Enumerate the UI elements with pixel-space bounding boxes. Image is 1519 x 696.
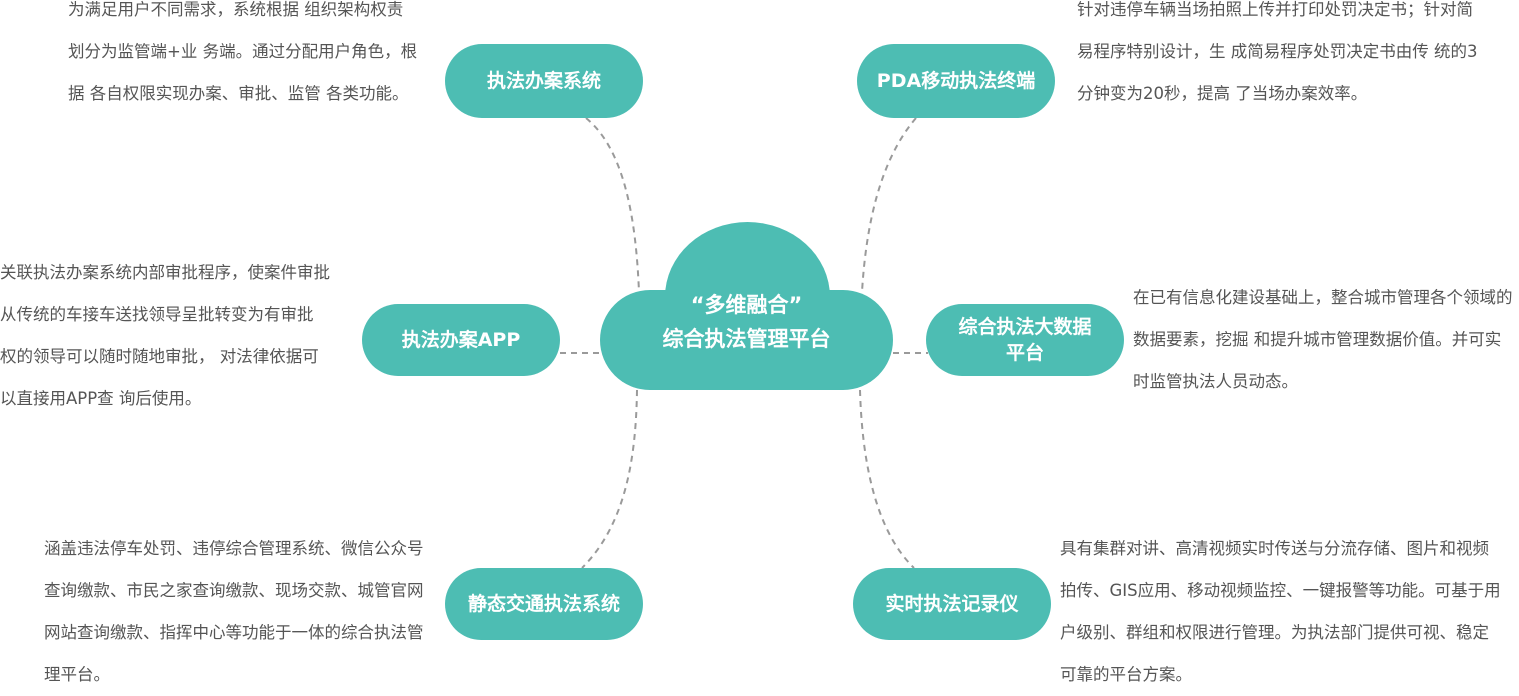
node-big-data: 综合执法大数据 平台 [926, 304, 1124, 376]
node-recorder: 实时执法记录仪 [853, 568, 1051, 640]
center-title-line2: 综合执法管理平台 [662, 327, 831, 351]
node-static-traffic: 静态交通执法系统 [445, 568, 643, 640]
desc-case-system: 为满足用户不同需求，系统根据 组织架构权责划分为监管端+业 务端。通过分配用户角… [68, 0, 418, 103]
cloud-body [600, 290, 893, 390]
connector-static-traffic [581, 389, 638, 569]
desc-case-app: 关联执法办案系统内部审批程序，使案件审批从传统的车接车送找领导呈批转变为有审批 … [0, 263, 330, 408]
center-title: “多维融合” 综合执法管理平台 [600, 288, 893, 356]
desc-big-data: 在已有信息化建设基础上，整合城市管理各个领域的数据要素，挖掘 和提升城市管理数据… [1133, 288, 1513, 391]
center-title-line1: “多维融合” [690, 293, 803, 317]
connector-recorder [859, 389, 915, 569]
desc-recorder: 具有集群对讲、高清视频实时传送与分流存储、图片和视频拍传、GIS应用、移动视频监… [1060, 539, 1501, 684]
desc-pda: 针对违停车辆当场拍照上传并打印处罚决定书；针对简易程序特别设计，生 成简易程序处… [1077, 0, 1478, 103]
node-case-system: 执法办案系统 [445, 44, 643, 118]
center-cloud: “多维融合” 综合执法管理平台 [600, 222, 893, 390]
desc-static-traffic: 涵盖违法停车处罚、违停综合管理系统、微信公众号查询缴款、市民之家查询缴款、现场交… [44, 539, 424, 684]
node-case-app: 执法办案APP [362, 304, 560, 376]
node-pda: PDA移动执法终端 [857, 44, 1055, 118]
